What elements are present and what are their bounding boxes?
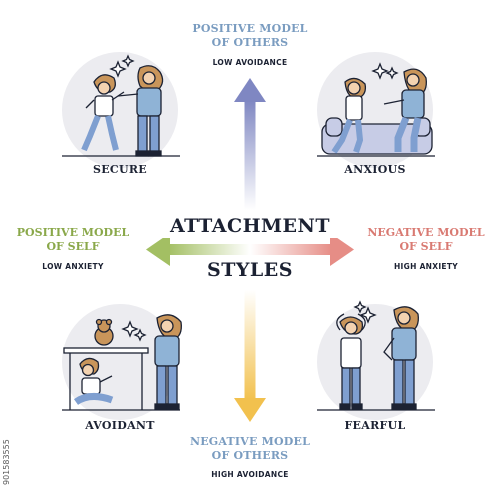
right-label-line1: NEGATIVE MODEL <box>367 226 485 239</box>
bottom-label-line2: OF OTHERS <box>211 449 289 462</box>
arrow-left <box>146 233 250 266</box>
anxious-illustration <box>317 52 435 168</box>
secure-illustration <box>62 52 180 168</box>
quadrant-label-secure: SECURE <box>92 163 147 176</box>
arrow-up <box>234 78 266 210</box>
bottom-label-line1: NEGATIVE MODEL <box>189 435 311 448</box>
bottom-sublabel: HIGH AVOIDANCE <box>211 470 289 479</box>
top-sublabel: LOW AVOIDANCE <box>212 58 288 67</box>
right-label: NEGATIVE MODEL OF SELF <box>358 226 494 254</box>
fearful-illustration <box>317 300 435 420</box>
right-label-line2: OF SELF <box>399 240 453 253</box>
quadrant-label-anxious: ANXIOUS <box>344 163 406 176</box>
arrow-right <box>250 233 354 266</box>
top-label-line2: OF OTHERS <box>211 36 289 49</box>
arrow-down <box>234 290 266 422</box>
avoidant-illustration <box>62 304 182 420</box>
left-label-line2: OF SELF <box>46 240 100 253</box>
top-label: POSITIVE MODEL OF OTHERS <box>150 22 350 50</box>
title-line1: ATTACHMENT <box>150 214 350 238</box>
title-line2: STYLES <box>190 258 310 282</box>
bottom-label: NEGATIVE MODEL OF OTHERS <box>150 435 350 463</box>
right-sublabel: HIGH ANXIETY <box>393 262 459 271</box>
left-sublabel: LOW ANXIETY <box>42 262 104 271</box>
quadrant-label-avoidant: AVOIDANT <box>85 419 155 432</box>
left-label: POSITIVE MODEL OF SELF <box>8 226 138 254</box>
top-label-line1: POSITIVE MODEL <box>192 22 308 35</box>
left-label-line1: POSITIVE MODEL <box>16 226 130 239</box>
quadrant-label-fearful: FEARFUL <box>344 419 406 432</box>
stock-id: 901583555 <box>2 439 11 485</box>
